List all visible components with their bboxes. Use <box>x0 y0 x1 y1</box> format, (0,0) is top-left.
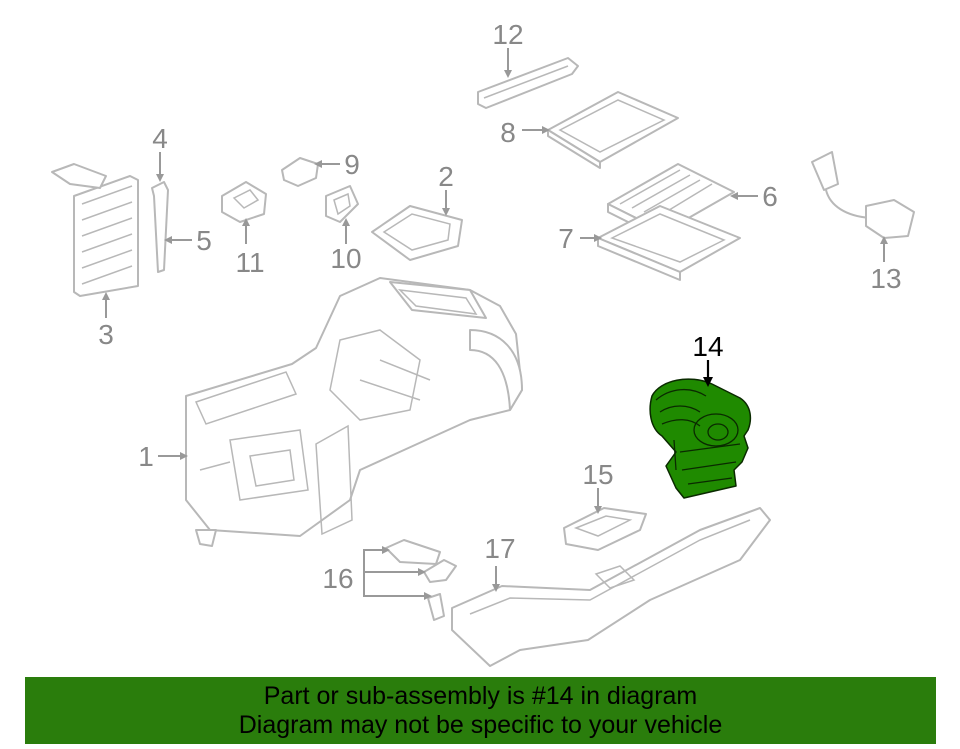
callout-2: 2 <box>438 161 454 192</box>
callout-15: 15 <box>582 459 613 490</box>
part-7-filter-tray <box>597 205 741 281</box>
part-16-fasteners <box>385 539 457 621</box>
callout-1: 1 <box>138 441 154 472</box>
callout-7: 7 <box>558 223 574 254</box>
part-3-heater-core <box>51 163 139 297</box>
part-11-grommet <box>221 181 267 223</box>
callout-14: 14 <box>692 331 723 362</box>
callout-5: 5 <box>196 225 212 256</box>
part-14-blower-motor <box>649 378 752 499</box>
part-10-seal <box>325 185 359 223</box>
callout-4: 4 <box>152 123 168 154</box>
part-8-filter-frame <box>547 91 679 169</box>
banner-line-2: Diagram may not be specific to your vehi… <box>238 711 723 739</box>
callout-labels: 12 8 9 6 7 2 10 11 4 5 3 13 1 15 17 16 1… <box>98 19 901 594</box>
callout-6: 6 <box>762 181 778 212</box>
leader-lines <box>102 48 888 600</box>
part-1-hvac-housing <box>185 277 523 547</box>
callout-10: 10 <box>330 243 361 274</box>
part-13-harness <box>811 151 915 239</box>
part-12-trim-bar <box>477 57 579 109</box>
part-17-duct <box>451 507 771 667</box>
callout-17: 17 <box>484 533 515 564</box>
part-15-bracket <box>563 507 647 551</box>
callout-9: 9 <box>344 149 360 180</box>
info-banner: Part or sub-assembly is #14 in diagram D… <box>25 677 936 744</box>
callout-11: 11 <box>235 247 264 278</box>
callout-8: 8 <box>500 117 516 148</box>
banner-line-1: Part or sub-assembly is #14 in diagram <box>263 682 698 710</box>
callout-12: 12 <box>492 19 523 50</box>
callout-16: 16 <box>322 563 353 594</box>
part-9-clip <box>281 157 319 187</box>
callout-13: 13 <box>870 263 901 294</box>
part-4-5-sensor-tube <box>151 181 169 273</box>
part-2-gasket <box>371 205 463 261</box>
callout-3: 3 <box>98 319 114 350</box>
